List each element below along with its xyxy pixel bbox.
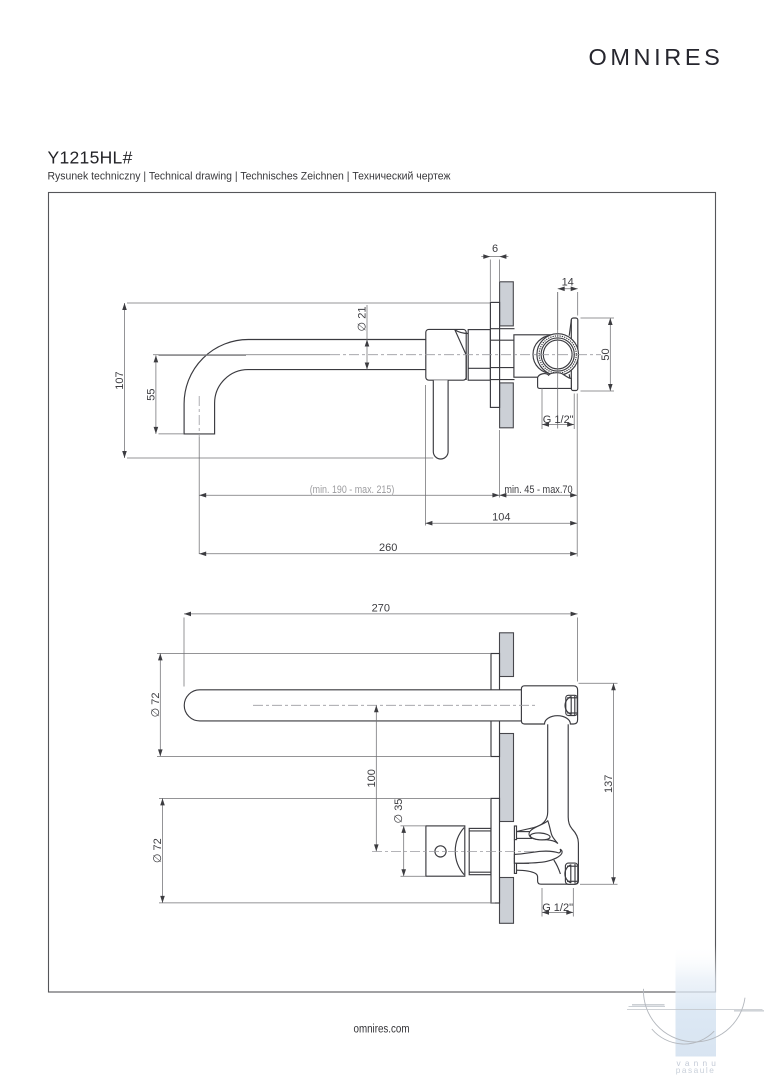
svg-text:107: 107 <box>114 371 126 389</box>
svg-text:(min. 190 - max. 215): (min. 190 - max. 215) <box>310 484 395 496</box>
svg-text:14: 14 <box>562 277 574 289</box>
svg-text:Y1215HL#: Y1215HL# <box>48 148 133 168</box>
svg-text:55: 55 <box>145 389 157 401</box>
svg-text:pasaule: pasaule <box>676 1065 716 1075</box>
svg-text:270: 270 <box>372 602 390 614</box>
svg-text:Rysunek techniczny | Technical: Rysunek techniczny | Technical drawing |… <box>48 171 451 183</box>
svg-text:6: 6 <box>492 243 498 255</box>
svg-text:∅ 72: ∅ 72 <box>152 838 164 863</box>
svg-text:vannu: vannu <box>677 1058 721 1068</box>
svg-text:137: 137 <box>603 775 615 793</box>
svg-text:G 1/2": G 1/2" <box>542 902 573 914</box>
svg-text:∅ 72: ∅ 72 <box>150 692 162 717</box>
svg-text:50: 50 <box>600 348 612 360</box>
svg-text:∅ 21: ∅ 21 <box>357 307 369 332</box>
svg-text:100: 100 <box>366 769 378 787</box>
svg-text:min. 45 - max.70: min. 45 - max.70 <box>504 484 572 496</box>
svg-text:omnires.com: omnires.com <box>354 1022 410 1036</box>
svg-text:OMNIRES: OMNIRES <box>589 44 724 70</box>
svg-text:260: 260 <box>379 542 397 554</box>
svg-text:∅ 35: ∅ 35 <box>393 799 405 824</box>
svg-text:104: 104 <box>492 512 510 524</box>
svg-text:G 1/2": G 1/2" <box>543 414 574 426</box>
